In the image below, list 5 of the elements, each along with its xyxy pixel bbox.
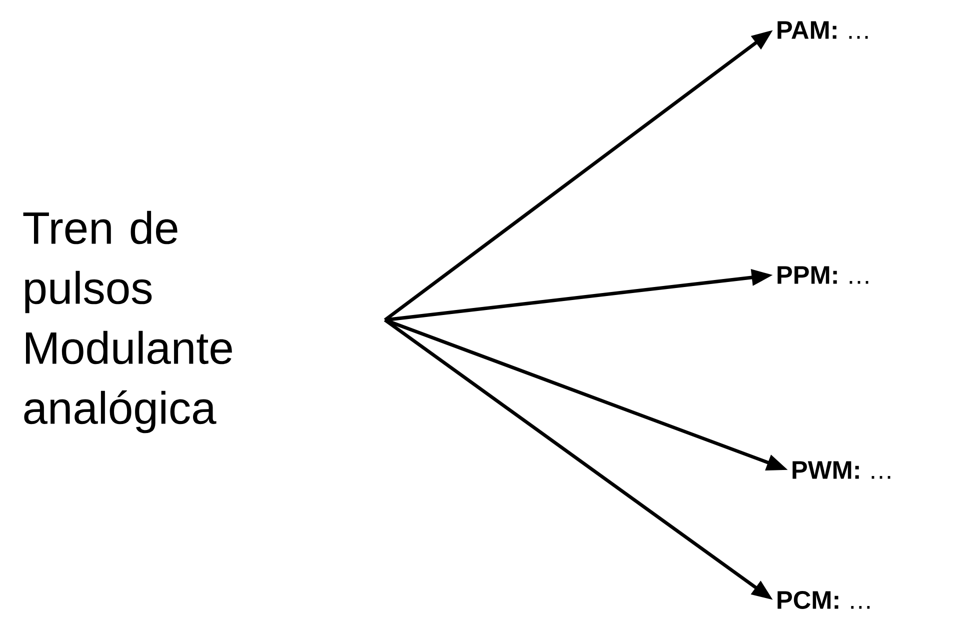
output-label: PAM: …: [778, 21, 868, 39]
text-label: Tren de pulsos Modulante analógica: [23, 210, 232, 434]
output-label: PPM: …: [778, 266, 868, 284]
output-label: PWM: …: [792, 461, 890, 479]
output-label: PCM: …: [778, 591, 870, 609]
